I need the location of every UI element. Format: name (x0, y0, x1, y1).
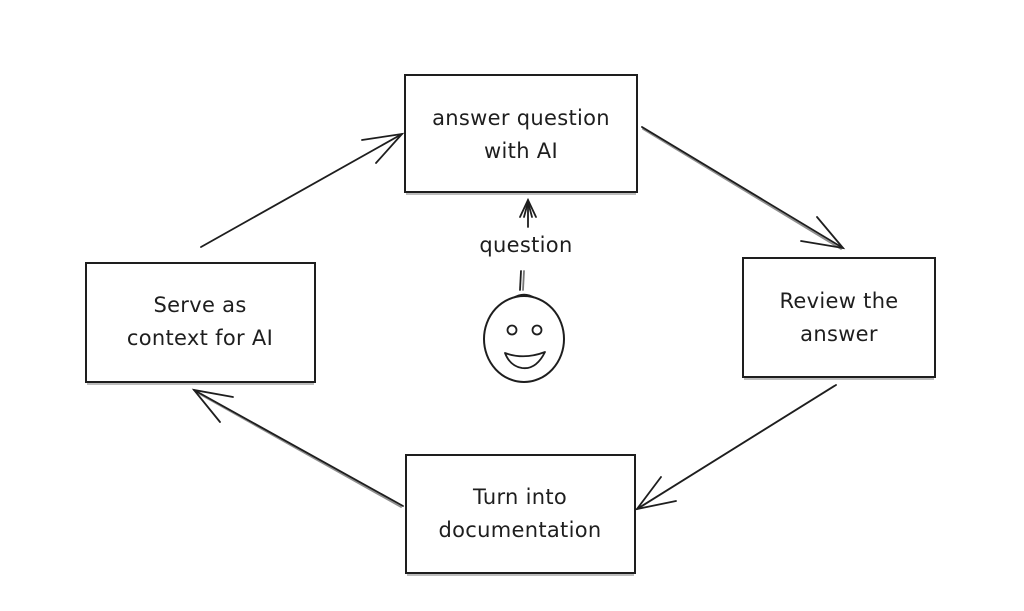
smiley-face-icon[interactable] (483, 293, 565, 383)
node-turn-into-documentation-line-1: Turn into (472, 485, 567, 509)
edge-user-question[interactable]: question (479, 197, 572, 291)
node-serve-as-context-line-1: Serve as (153, 293, 246, 317)
edge-question-label: question (479, 233, 572, 257)
left-eye-icon (506, 324, 518, 336)
edge-context-to-answer[interactable] (200, 132, 405, 248)
node-answer-question-line-1: answer question (432, 106, 610, 130)
edge-documentation-to-context[interactable] (191, 388, 404, 508)
edge-answer-to-review[interactable] (641, 126, 846, 250)
node-serve-as-context[interactable]: Serve as context for AI (85, 262, 316, 385)
node-turn-into-documentation-line-2: documentation (439, 518, 602, 542)
edge-review-to-documentation[interactable] (634, 384, 837, 511)
smile-icon (504, 351, 546, 370)
arrowhead-icon (523, 198, 533, 218)
arrowhead-icon (634, 476, 677, 511)
node-review-answer-line-1: Review the (779, 289, 898, 313)
node-review-answer[interactable]: Review the answer (742, 257, 936, 380)
node-serve-as-context-line-2: context for AI (127, 326, 273, 350)
arrowhead-icon (800, 216, 846, 250)
node-answer-question[interactable]: answer question with AI (404, 74, 638, 195)
arrowhead-icon (191, 388, 234, 423)
node-turn-into-documentation[interactable]: Turn into documentation (405, 454, 636, 576)
node-answer-question-line-2: with AI (484, 139, 558, 163)
arrowhead-icon (361, 132, 405, 164)
right-eye-icon (531, 324, 543, 336)
node-review-answer-line-2: answer (800, 322, 878, 346)
